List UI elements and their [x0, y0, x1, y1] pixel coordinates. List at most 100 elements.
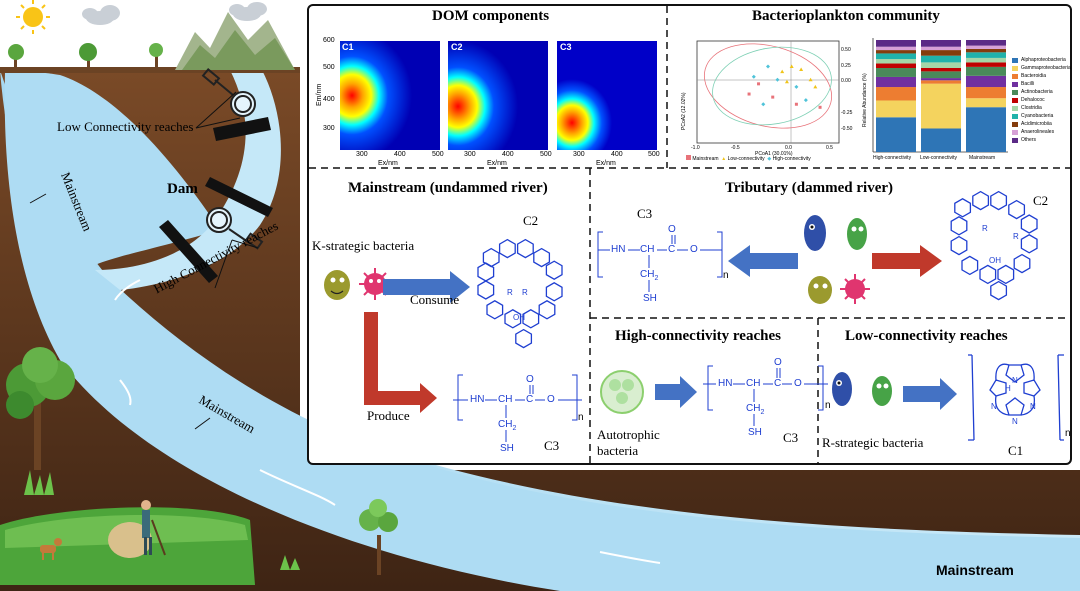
legend-low: Low-connectivity [727, 156, 765, 162]
pcoa-xlabel: PCoA1 (30.01%) [755, 151, 793, 157]
high-c3-label: C3 [783, 430, 799, 445]
taxa-label: Cyanobacteria [1021, 113, 1054, 119]
legend-high: High-connectivity [772, 156, 811, 162]
taxa-label: Gammaproteobacteria [1021, 65, 1071, 71]
bacterio-title: Bacterioplankton community [752, 8, 940, 24]
comp-c3: C3 [560, 42, 572, 52]
bar-group-label: Mainstream [969, 155, 996, 161]
low-c1-label: C1 [1008, 443, 1024, 458]
chem-oh: OH [989, 256, 1001, 265]
chem-nh: N [1012, 376, 1018, 385]
chem-n: n [723, 270, 729, 281]
legend-triangle-icon: ▲ [721, 156, 727, 162]
dom-xtick: 500 [432, 151, 444, 158]
tributary-c3-label: C3 [637, 206, 653, 221]
chem-ch2: CH2 [640, 269, 658, 282]
pcoa-ytick: -0.25 [841, 110, 853, 116]
chem-hn: HN [470, 394, 485, 405]
chem-r: R [522, 288, 528, 297]
legend-mainstream: Mainstream [692, 156, 719, 162]
chem-o: O [690, 244, 698, 255]
mainstream-bottom-label: Mainstream [936, 562, 1014, 578]
pcoa-xtick: 0.5 [826, 145, 833, 151]
dom-ytick: 300 [323, 125, 335, 132]
autotrophic-label: Autotrophic [597, 427, 660, 442]
dom-ytick: 600 [323, 37, 335, 44]
dom-xlabel: Ex/nm [487, 160, 507, 167]
taxa-label: Actinobacteria [1021, 89, 1053, 95]
chem-ch2-text: CH [640, 269, 655, 280]
sun-rays [16, 0, 50, 34]
taxa-label: Acidimicrobiia [1021, 121, 1052, 127]
dom-xlabel: Ex/nm [596, 160, 616, 167]
pcoa-ytick: 0.50 [841, 47, 851, 53]
dom-xtick: 400 [394, 151, 406, 158]
river-body [4, 72, 1080, 591]
tree-icon [8, 43, 163, 69]
taxa-label: Anaerolineales [1021, 129, 1055, 135]
chem-sub: 2 [654, 275, 659, 282]
chem-ch: CH [498, 394, 513, 405]
mainstream-title: Mainstream (undammed river) [348, 180, 548, 196]
dom-xtick: 300 [464, 151, 476, 158]
tree-icon-large [6, 347, 75, 470]
tributary-c2-label: C2 [1033, 193, 1049, 208]
tributary [95, 70, 281, 290]
chem-sh: SH [500, 443, 514, 454]
chem-sub: 2 [512, 425, 517, 432]
bar-ylabel: Relative Abundance (%) [862, 73, 868, 127]
taxa-label: Bacteroidia [1021, 73, 1047, 79]
chem-sh: SH [643, 293, 657, 304]
top-ground [0, 67, 300, 73]
pointer-lines [29, 91, 259, 430]
comp-c1: C1 [342, 42, 354, 52]
bar-group-label: High-connectivity [873, 155, 912, 161]
dom-xtick: 500 [648, 151, 660, 158]
chem-r: R [1013, 232, 1019, 241]
taxa-label: Bacilli [1021, 81, 1035, 87]
magnifier-icon [201, 68, 264, 250]
low-connectivity-label: Low Connectivity reaches [57, 119, 194, 134]
dom-xlabel: Ex/nm [378, 160, 398, 167]
pcoa-xtick: -1.0 [691, 145, 700, 151]
dom-ytick: 500 [323, 64, 335, 71]
chem-n: n [825, 400, 831, 411]
chem-sh: SH [748, 427, 762, 438]
chem-ch2: CH2 [498, 419, 516, 432]
chem-c: C [526, 394, 534, 405]
chem-c: C [774, 378, 782, 389]
pcoa-ytick: 0.25 [841, 63, 851, 69]
bacteria-label: bacteria [597, 443, 639, 458]
taxa-label: Clostridia [1021, 105, 1042, 111]
dom-ytick: 400 [323, 96, 335, 103]
chem-o: O [668, 224, 676, 235]
chem-sub: 2 [760, 409, 765, 416]
chem-o: O [774, 357, 782, 368]
pcoa-xtick: 0.0 [785, 145, 792, 151]
taxa-label: Alphaproteobacteria [1021, 57, 1066, 63]
produce-label: Produce [367, 408, 410, 423]
chem-nh: N [1012, 417, 1018, 426]
dam-label: Dam [167, 181, 198, 197]
dom-xtick: 400 [611, 151, 623, 158]
chem-h: H [1005, 384, 1011, 393]
chem-n: n [578, 412, 584, 423]
dom-xtick: 300 [573, 151, 585, 158]
dom-ylabel: Em/nm [316, 83, 323, 106]
farmer-icon [108, 500, 166, 558]
cloud-icon [82, 2, 267, 25]
pcoa-xtick: -0.5 [731, 145, 740, 151]
chem-ch2-text: CH [746, 403, 761, 414]
mainstream-c3-label: C3 [544, 438, 560, 453]
chem-nh: N [991, 402, 997, 411]
r-strategic-label: R-strategic bacteria [822, 435, 924, 450]
chem-o: O [794, 378, 802, 389]
bar-group-label: Low-connectivity [920, 155, 957, 161]
pcoa-ylabel: PCoA2 (12.02%) [681, 92, 687, 130]
dom-title: DOM components [432, 8, 550, 24]
chem-nh: N [1030, 402, 1036, 411]
chem-r: R [982, 224, 988, 233]
dom-xtick: 300 [356, 151, 368, 158]
legend-swatch [686, 155, 691, 160]
